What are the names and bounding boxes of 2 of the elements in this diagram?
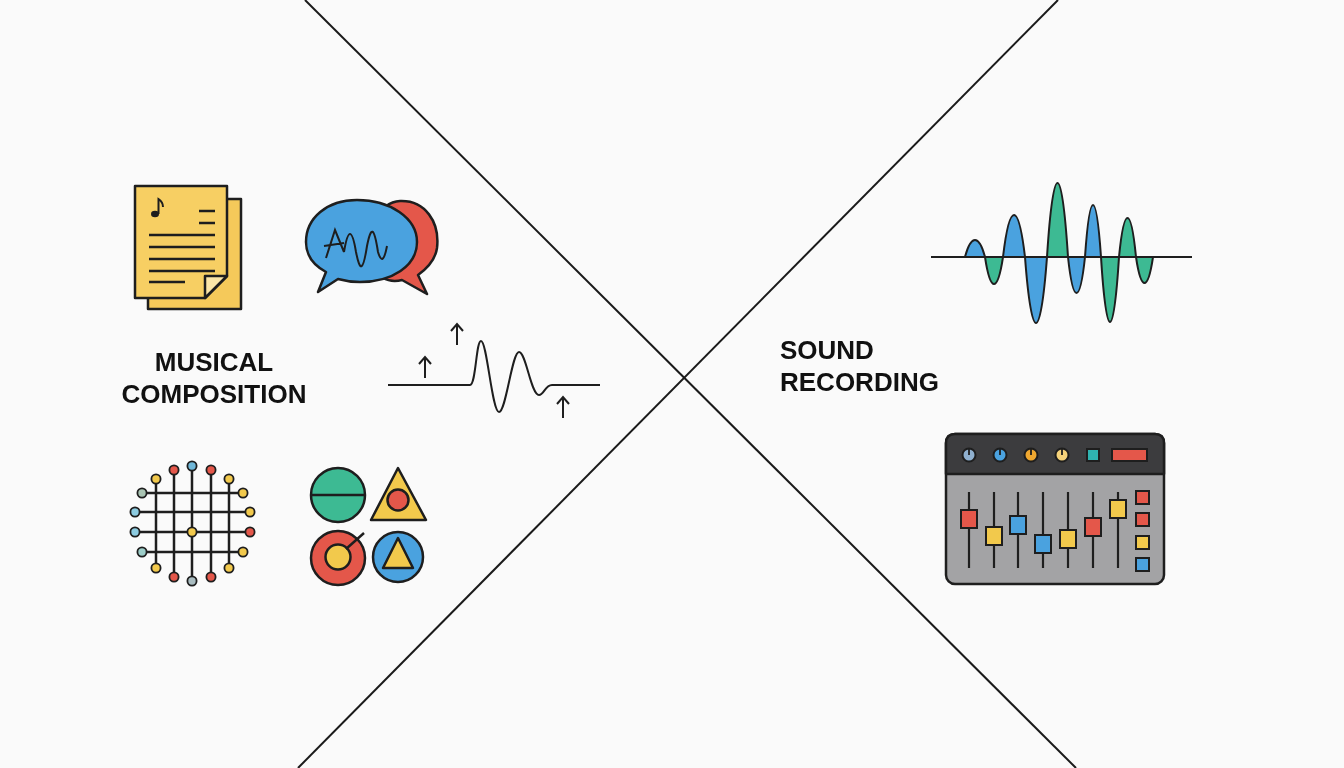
section-label: MUSICAL COMPOSITION <box>120 346 308 410</box>
section-label: SOUND RECORDING <box>780 334 940 398</box>
